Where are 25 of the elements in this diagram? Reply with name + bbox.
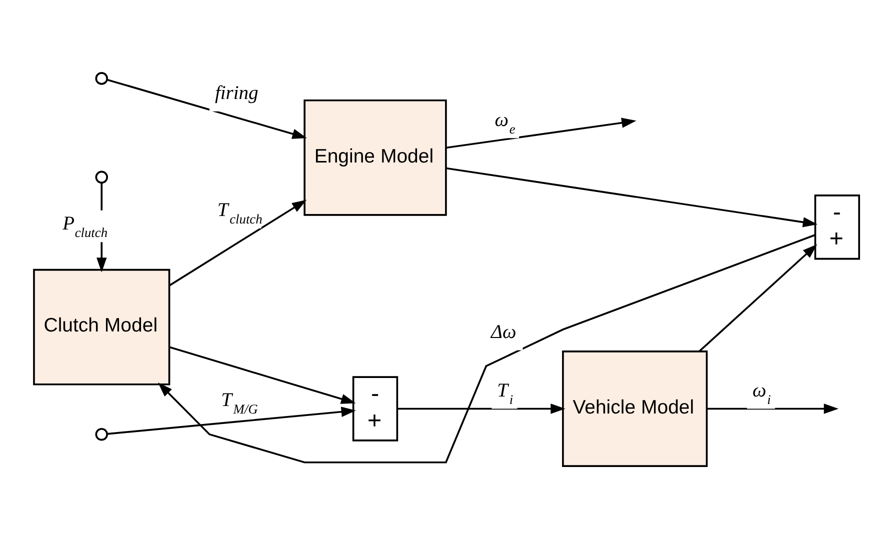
- edge-label: P$_{clutch}$: [62, 214, 108, 240]
- node-circle: [94, 72, 108, 85]
- edge-label: T$_{i}$: [496, 380, 513, 407]
- arrow: [446, 167, 818, 228]
- arrow: [706, 404, 838, 414]
- node-box: Clutch Model: [32, 268, 170, 386]
- arrow: [698, 244, 817, 352]
- arrow: [106, 406, 356, 435]
- arrow: [445, 118, 636, 149]
- arrow: [397, 404, 565, 414]
- arrow: [157, 234, 815, 464]
- node-circle: [94, 428, 108, 441]
- edge-label: ω$_{i}$: [752, 380, 770, 407]
- edge-label: ω$_{e}$: [494, 110, 515, 136]
- node-box: - +: [814, 194, 860, 260]
- node-circle: [94, 170, 108, 184]
- edge-label: T$_{M/G}$: [220, 390, 258, 417]
- arrow: [168, 346, 356, 404]
- node-box: Engine Model: [303, 99, 446, 216]
- node-box: - +: [352, 376, 398, 442]
- edge-label: firing: [214, 82, 258, 104]
- node-box: Vehicle Model: [562, 350, 708, 467]
- arrow: [168, 200, 306, 286]
- edge-label: T$_{clutch}$: [216, 200, 262, 226]
- edge-label: Δω: [490, 322, 516, 343]
